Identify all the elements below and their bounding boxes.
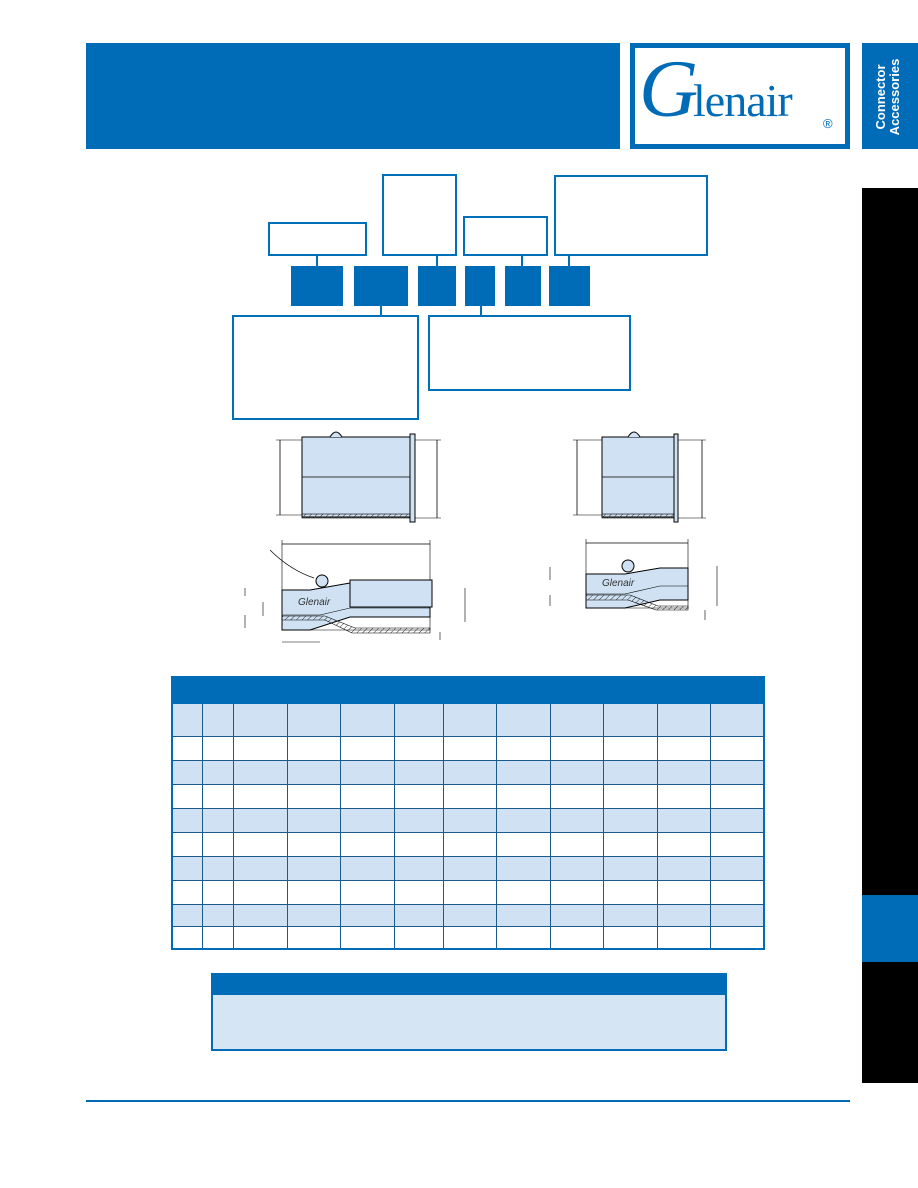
callout-box-1 [268, 222, 367, 256]
side-view-small: Glenair [549, 539, 718, 620]
table-row [173, 785, 763, 809]
table-column-divider [202, 704, 203, 948]
logo-initial: G [639, 48, 699, 134]
table-row [173, 857, 763, 881]
drawing-stamp: Glenair [298, 597, 331, 608]
leader-line [316, 256, 318, 266]
part-number-block [418, 266, 456, 306]
sidebar-index-marker [862, 895, 918, 962]
note-box [211, 973, 727, 1051]
end-view-small [573, 431, 706, 523]
sidebar-tab-label: Connector Accessories [873, 42, 904, 152]
leader-line [521, 256, 523, 266]
drawing-stamp: Glenair [602, 578, 635, 589]
table-row [173, 809, 763, 833]
header-banner [86, 43, 620, 149]
end-view-large [276, 431, 441, 523]
leader-line [380, 306, 382, 316]
leader-line [480, 306, 482, 316]
table-row [173, 833, 763, 857]
sidebar-tab-line1: Connector [873, 64, 888, 130]
table-column-divider [603, 704, 604, 948]
technical-drawings: Glenair Glenair [244, 431, 718, 643]
table-column-divider [443, 704, 444, 948]
footer-rule [86, 1100, 850, 1102]
leader-line [436, 256, 438, 266]
table-column-divider [496, 704, 497, 948]
part-number-block [465, 266, 495, 306]
table-column-divider [233, 704, 234, 948]
table-row [173, 737, 763, 761]
callout-box-5 [232, 315, 419, 420]
table-row [173, 881, 763, 905]
callout-box-6 [428, 315, 631, 391]
table-header-row [173, 704, 763, 737]
table-column-divider [394, 704, 395, 948]
dimension-table [171, 676, 765, 950]
sidebar-tab-line2: Accessories [887, 58, 902, 136]
part-number-block [291, 266, 343, 306]
callout-box-3 [463, 216, 548, 256]
note-title-bar [213, 975, 725, 995]
table-row [173, 761, 763, 785]
part-number-block [354, 266, 408, 306]
table-column-divider [657, 704, 658, 948]
logo: G lenair ® [635, 48, 845, 144]
leader-line [568, 256, 570, 266]
part-number-block [505, 266, 541, 306]
table-row [173, 905, 763, 927]
sidebar-tab [862, 43, 918, 149]
callout-box-4 [554, 175, 708, 256]
registered-mark: ® [823, 116, 833, 131]
table-column-divider [340, 704, 341, 948]
logo-text: lenair [693, 75, 793, 126]
table-column-divider [710, 704, 711, 948]
callout-box-2 [382, 174, 457, 256]
table-column-divider [550, 704, 551, 948]
part-number-block [549, 266, 590, 306]
side-view-large: Glenair [244, 540, 466, 643]
table-title-bar [173, 678, 763, 704]
table-column-divider [287, 704, 288, 948]
table-row [173, 927, 763, 950]
